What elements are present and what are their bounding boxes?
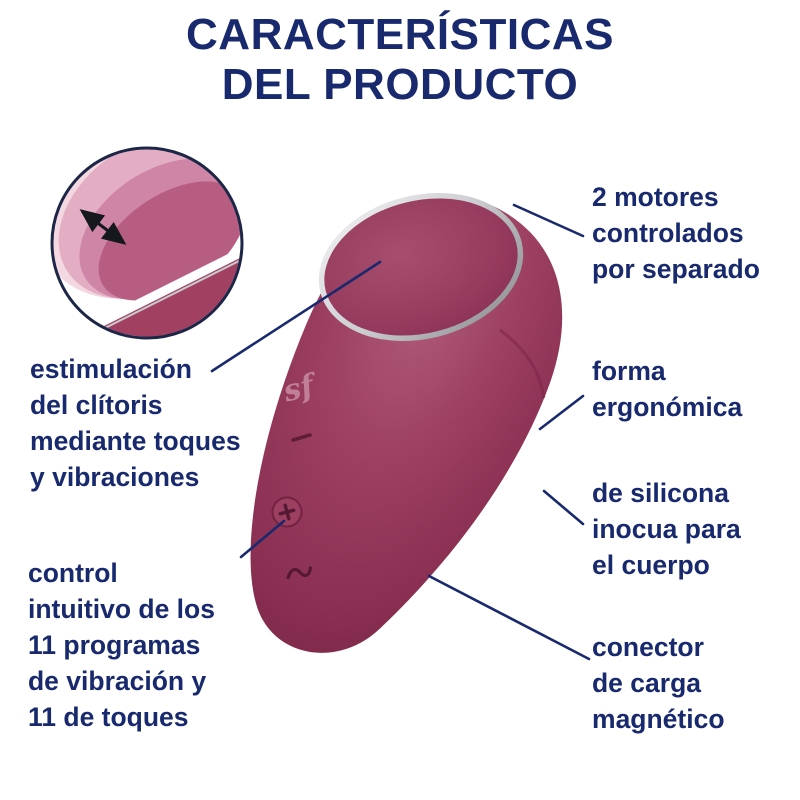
- label-ergonomic-shape: forma ergonómica: [592, 356, 743, 422]
- label-intuitive-control: control intuitivo de los 11 programas de…: [28, 558, 215, 732]
- connector-conector: [427, 574, 591, 661]
- device-illustration: sf: [250, 183, 563, 653]
- minus-button-icon: [291, 433, 312, 442]
- connector-control: [239, 519, 286, 559]
- chin-crease: [499, 328, 546, 399]
- connector-lines: [210, 203, 591, 661]
- motion-arrow-icon: [79, 209, 127, 245]
- page-title: CARACTERÍSTICAS DEL PRODUCTO: [186, 10, 614, 110]
- touch-pad-rim: [318, 192, 524, 342]
- wave-button-icon: [286, 566, 312, 580]
- label-two-motors: 2 motores controlados por separado: [592, 182, 760, 284]
- label-magnetic-charging: conector de carga magnético: [592, 632, 725, 734]
- plus-button-icon: [271, 496, 303, 528]
- connector-silicona: [542, 489, 585, 526]
- connector-forma: [538, 394, 585, 431]
- label-clitoral-stimulation: estimulación del clítoris mediante toque…: [30, 354, 241, 492]
- connector-motores: [512, 203, 585, 238]
- inset-device-surface: [53, 252, 241, 337]
- detail-inset: [50, 146, 244, 340]
- label-body-safe-silicone: de silicona inocua para el cuerpo: [592, 478, 741, 580]
- connector-estimulacion: [210, 260, 382, 373]
- inset-border: [50, 146, 244, 340]
